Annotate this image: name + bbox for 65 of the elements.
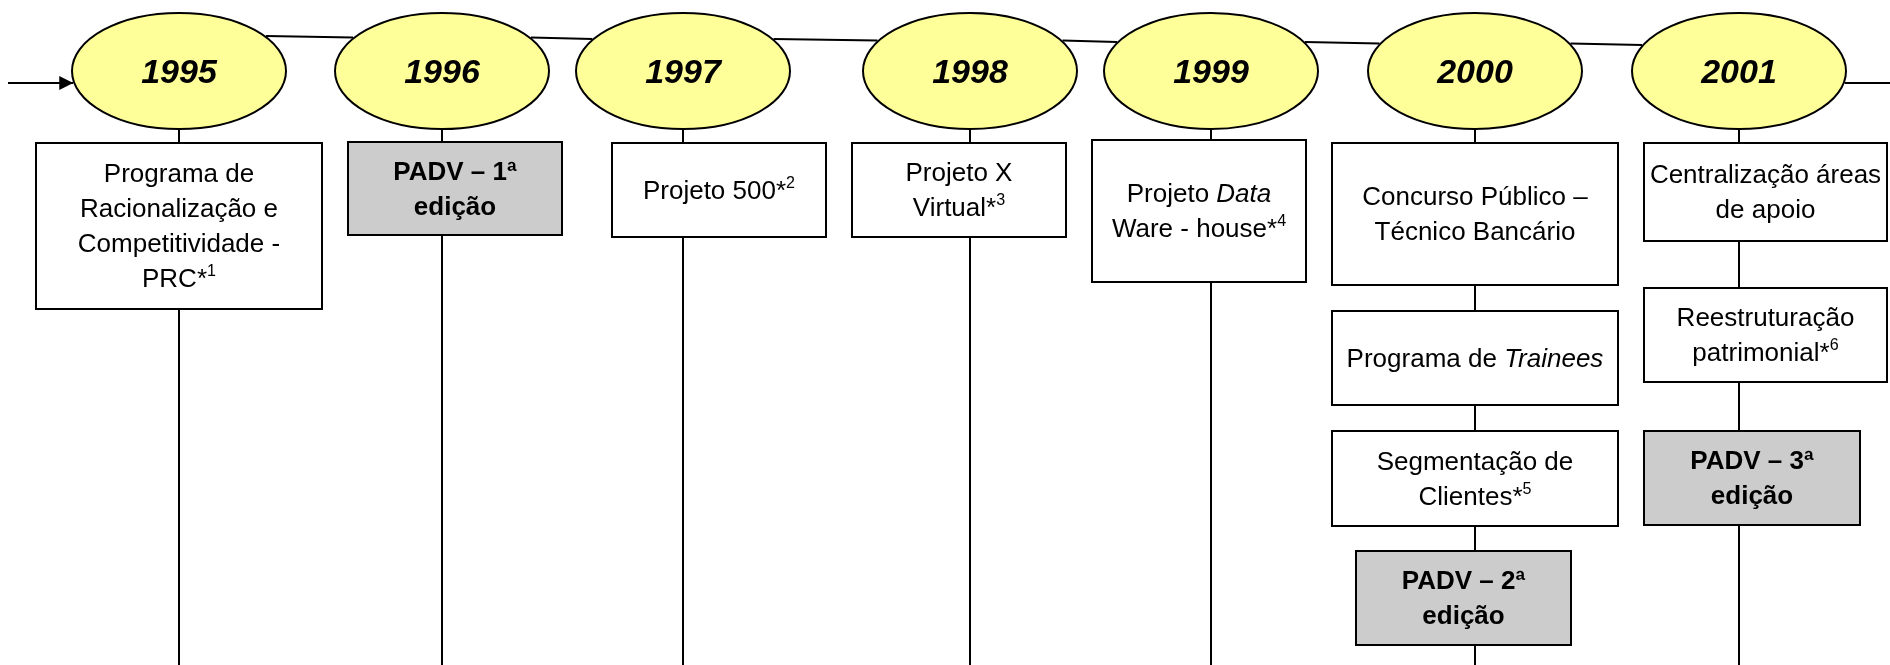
event-box [1331,310,1619,406]
connector-line [178,129,180,143]
event-text: PADV – 3ª edição [1689,444,1815,512]
connector-line [441,129,443,142]
year-ellipse [575,12,791,130]
event-box [851,142,1067,238]
connector-line [682,129,684,143]
event-box [1643,287,1888,383]
highlighted-event-box [1355,550,1572,646]
connector-line [682,237,684,665]
connector-line [178,309,180,665]
event-box [1643,142,1888,242]
connector-line [772,37,879,42]
connector-line [1738,382,1740,431]
event-text: Programa de Racionalização e Competitividade - PRC*$^{1}$ [76,157,282,295]
connector-line [264,35,355,39]
connector-line [1738,525,1740,665]
connector-line [1474,129,1476,143]
connector-line [1569,42,1644,46]
event-box [35,142,323,310]
event-box [611,142,827,238]
connector-line [1210,129,1212,140]
connector-line [1843,82,1890,84]
year-ellipse [1103,12,1319,130]
event-text: PADV – 2ª edição [1400,564,1527,632]
connector-line [1738,129,1740,143]
event-box [1331,430,1619,527]
event-text: Concurso Público – Técnico Bancário [1361,180,1589,248]
year-ellipse [71,12,287,130]
connector-line [1474,526,1476,551]
year-label: 1996 [403,53,481,89]
connector-line [529,36,594,40]
connector-line [441,235,443,665]
year-label: 1999 [1172,53,1250,89]
connector-line [1061,39,1118,43]
connector-line [969,129,971,143]
event-text: Reestruturação patrimonial*$^{6}$ [1675,301,1856,369]
event-text: Projeto Data Ware - house*$^{4}$ [1110,177,1288,245]
year-ellipse [334,12,550,130]
connector-line [1304,40,1381,45]
year-label: 1995 [140,53,219,89]
highlighted-event-box [347,141,563,236]
event-text: PADV – 1ª edição [392,154,518,223]
connector-line [1474,285,1476,311]
event-text: Centralização áreas de apoio [1648,158,1883,226]
year-label: 2000 [1435,53,1514,89]
event-text: Projeto 500*$^{2}$ [641,172,797,207]
connector-line [969,237,971,665]
event-text: Segmentação de Clientes*$^{5}$ [1375,444,1575,513]
connector-line [1210,282,1212,665]
year-label: 1998 [931,53,1009,89]
year-ellipse [1367,12,1583,130]
event-text: Programa de Trainees [1345,341,1605,375]
event-box [1091,139,1307,283]
year-label: 1997 [644,53,723,89]
year-ellipse [862,12,1078,130]
event-box [1331,142,1619,286]
highlighted-event-box [1643,430,1861,526]
year-ellipse [1631,12,1847,130]
connector-line [1474,405,1476,431]
event-text: Projeto X Virtual*$^{3}$ [904,156,1014,224]
arrow [7,76,75,90]
year-label: 2001 [1699,53,1778,89]
connector-line [1474,645,1476,665]
connector-line [1738,241,1740,288]
